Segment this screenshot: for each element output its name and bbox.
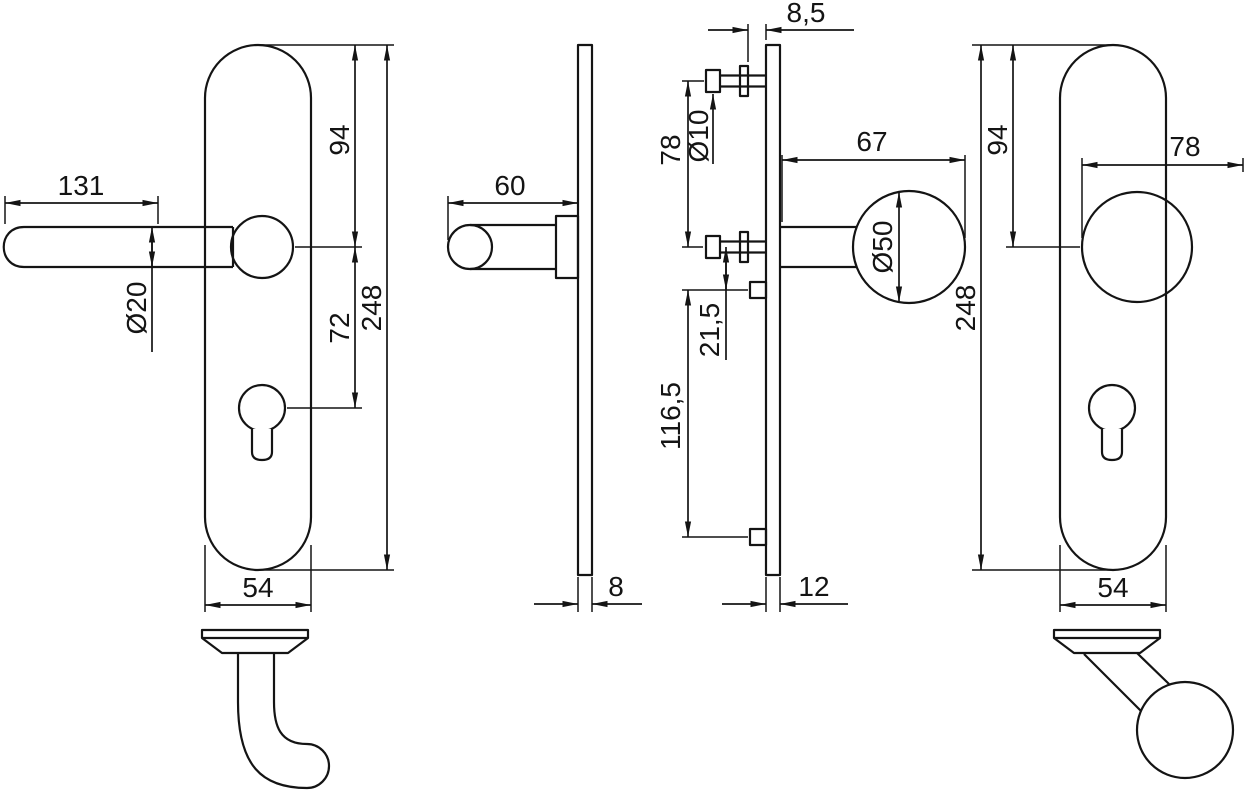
screw-washer [738, 64, 750, 98]
dim-label-top-to-axis: 94 [982, 124, 1013, 155]
lever-bar [2, 225, 233, 269]
dim-label-axis-to-fix: 21,5 [694, 303, 725, 358]
grip-end-circle [446, 223, 494, 271]
knob-profile-view [1052, 628, 1235, 780]
lever-front-view: 131 Ø20 94 72 248 54 [2, 43, 394, 612]
dim-label-thickness: 8 [608, 571, 624, 602]
dim-label-length: 131 [58, 170, 105, 201]
knob-front-view: 94 248 78 54 [950, 43, 1244, 612]
knob-neck-edge [1083, 653, 1142, 712]
fixing-lug [748, 280, 768, 300]
screw-head [704, 68, 722, 94]
dim-label-bar-dia: Ø20 [121, 282, 152, 335]
dim-label-screw-dia: Ø10 [683, 110, 714, 163]
dim-label-projection: 60 [494, 170, 525, 201]
dim-label-plate-height: 248 [950, 285, 981, 332]
screw-washer [738, 230, 750, 264]
rose-circle [229, 214, 295, 280]
fixing-lug [748, 527, 768, 547]
screw-head [704, 234, 722, 260]
lever-side-view: 60 8 [446, 43, 642, 612]
backplate-outline [203, 43, 313, 572]
dim-label-plate-height: 248 [356, 285, 387, 332]
cylinder-keyhole-circle [237, 383, 287, 433]
lever-profile-view [200, 628, 331, 790]
backplate-outline [1058, 43, 1168, 572]
section-view: 8,5 78 Ø10 21,5 116,5 67 Ø50 12 [655, 0, 967, 612]
knob-neck-edge [1136, 652, 1170, 685]
lever-grip-profile [236, 653, 331, 790]
cylinder-keyhole-slot [1100, 429, 1124, 462]
dim-label-knob-projection: 67 [856, 126, 887, 157]
dim-label-fix-span: 116,5 [655, 382, 686, 450]
dim-label-knob-span: 78 [1169, 131, 1200, 162]
dim-label-plate-width: 54 [242, 572, 273, 603]
dim-label-top-span: 78 [655, 134, 686, 165]
rose-side [554, 214, 580, 280]
cylinder-keyhole-circle [1087, 383, 1137, 433]
rose-profile [1052, 628, 1162, 655]
knob-side-circle [851, 189, 967, 305]
dim-label-axis-to-cyl: 72 [324, 312, 355, 343]
dim-label-plate-width: 54 [1097, 572, 1128, 603]
dim-label-offset: 8,5 [787, 0, 826, 28]
cylinder-keyhole-slot [250, 429, 274, 462]
rose-profile [200, 628, 310, 655]
knob-ball-profile [1135, 680, 1235, 780]
plate-section [764, 43, 782, 577]
plate-side [576, 43, 594, 577]
dim-label-top-to-axis: 94 [324, 124, 355, 155]
knob-front-circle [1080, 190, 1194, 304]
dim-label-knob-dia: Ø50 [867, 221, 898, 274]
dim-label-depth: 12 [798, 571, 829, 602]
